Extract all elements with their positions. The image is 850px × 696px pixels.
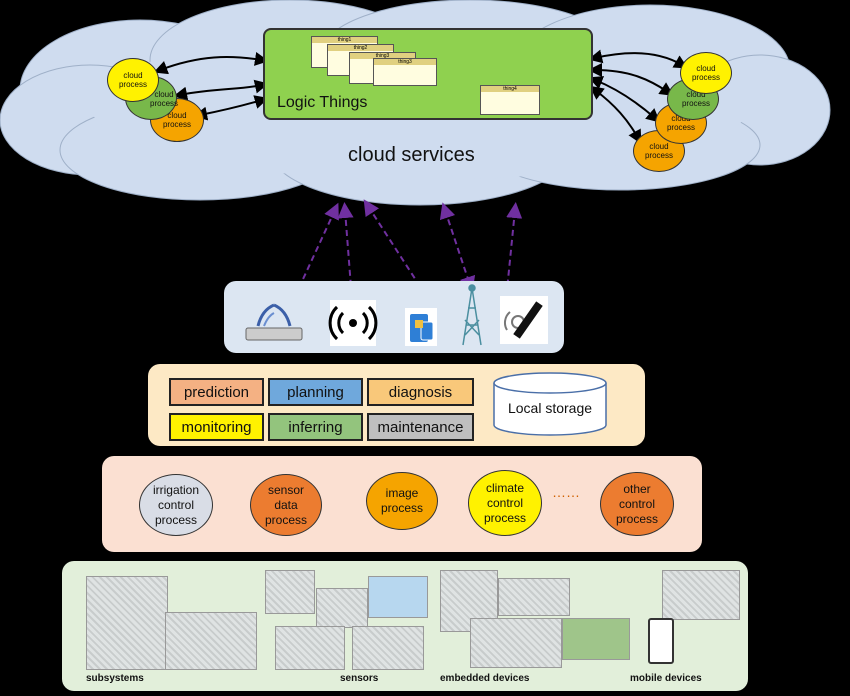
local-storage-label: Local storage [507,400,593,416]
embedded-devices-photo [470,618,562,668]
cloud-services-title: cloud services [348,144,475,166]
cloud-process: cloud process [680,52,732,94]
logic-things-box: thing1 thing2 thing3 thing3 thing4 Logic… [263,28,593,120]
planning-button: planning [268,378,363,406]
smartphone-photo [648,618,674,664]
other-control-process: other control process [600,472,674,536]
sensor-data-process: sensor data process [250,474,322,536]
sensors-photo [352,626,424,670]
inferring-button: inferring [268,413,363,441]
logic-things-label: Logic Things [277,94,368,111]
mobile-devices-label: mobile devices [630,673,702,684]
subsystems-label: subsystems [86,673,144,684]
connectivity-layer [224,281,564,353]
image-process: image process [366,472,438,530]
embedded-devices-photo [562,618,630,660]
cloud-process: cloud process [107,58,159,102]
thing-card: thing3 [373,58,437,86]
sensors-photo [275,626,345,670]
irrigation-control-process: irrigation control process [139,474,213,536]
sensors-photo [368,576,428,618]
diagnosis-button: diagnosis [367,378,474,406]
process-ellipsis: …… [552,484,580,500]
climate-control-process: climate control process [468,470,542,536]
monitoring-button: monitoring [169,413,264,441]
subsystems-photo [165,612,257,670]
subsystems-photo [86,576,168,670]
thing-card: thing4 [480,85,540,115]
sensors-label: sensors [340,673,379,684]
maintenance-button: maintenance [367,413,474,441]
drone-photo [662,570,740,620]
sensors-photo [265,570,315,614]
prediction-button: prediction [169,378,264,406]
embedded-devices-photo [498,578,570,616]
embedded-devices-label: embedded devices [440,673,530,684]
sensors-photo [316,588,368,628]
